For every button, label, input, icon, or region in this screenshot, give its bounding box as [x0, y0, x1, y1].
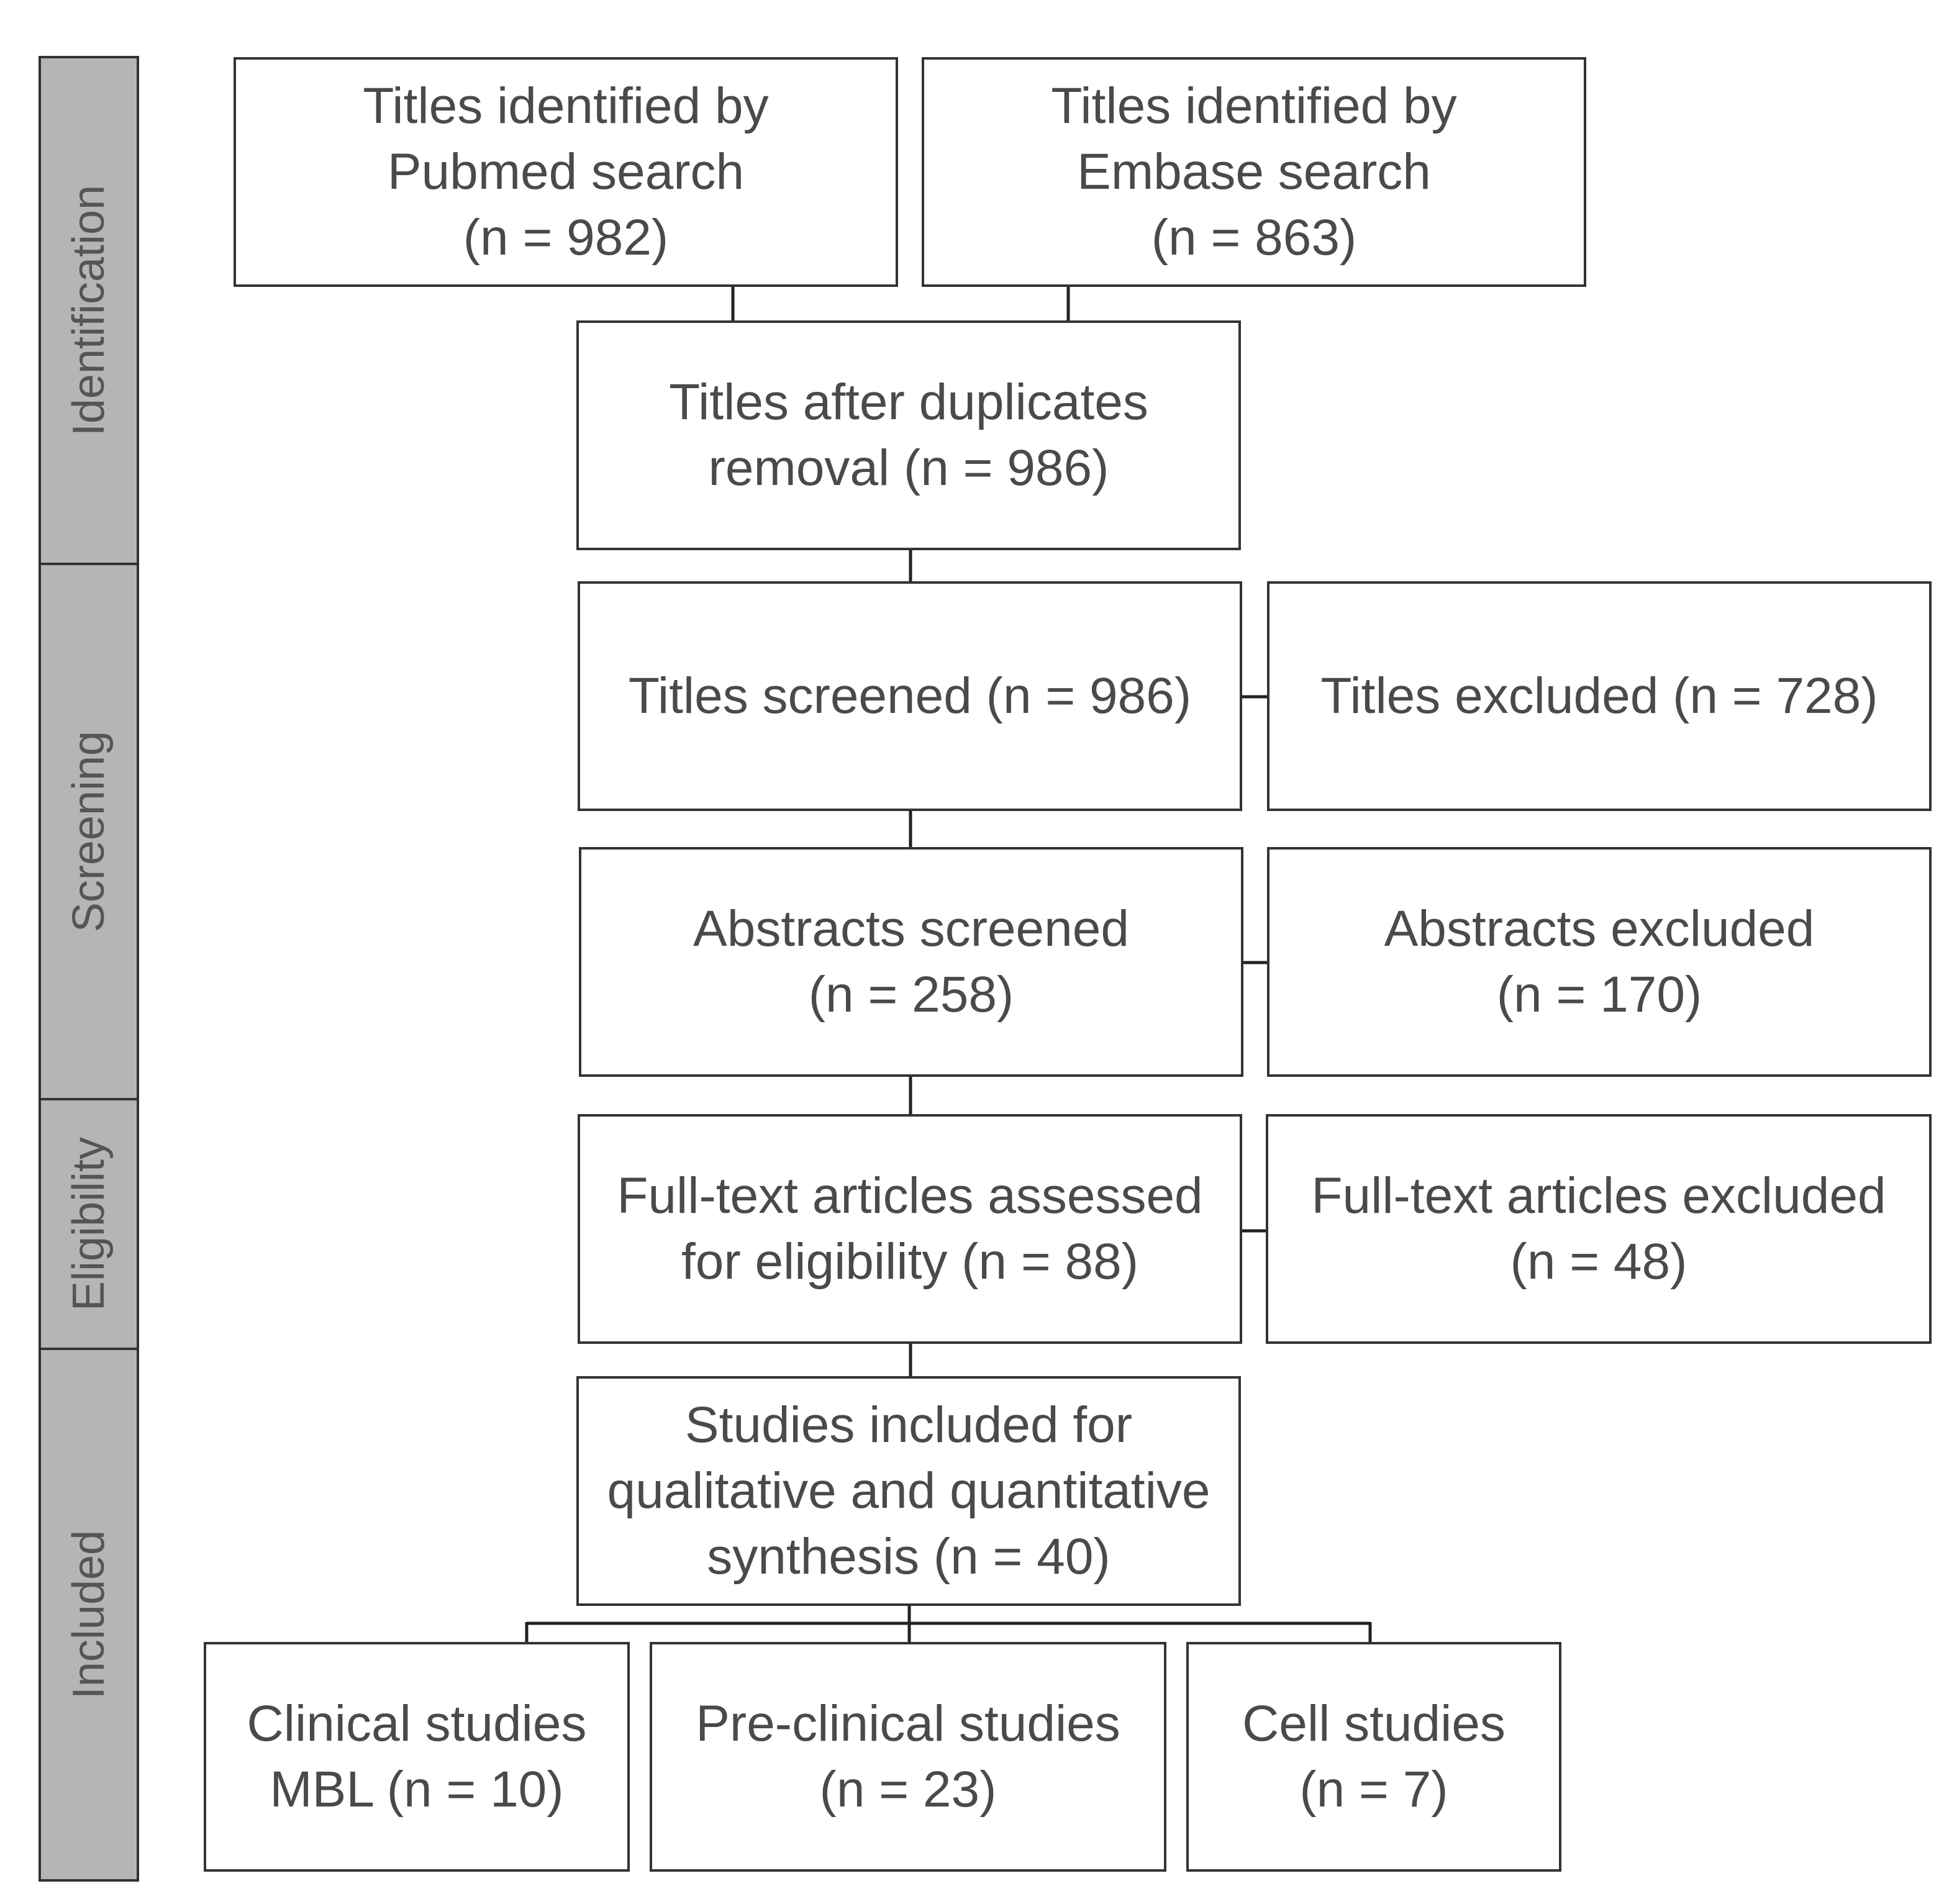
box-preclinical-line-1: Pre-clinical studies [696, 1695, 1120, 1752]
box-fulltext-excluded-line-2: (n = 48) [1510, 1233, 1687, 1290]
box-abstracts-excluded: Abstracts excluded (n = 170) [1267, 847, 1932, 1077]
box-cell-studies: Cell studies (n = 7) [1186, 1642, 1561, 1872]
box-abstracts-screened-line-2: (n = 258) [808, 966, 1014, 1023]
box-titles-excluded-line-1: Titles excluded (n = 728) [1320, 668, 1878, 724]
box-clinical-line-2: MBL (n = 10) [270, 1761, 564, 1818]
box-abstracts-excluded-line-2: (n = 170) [1496, 966, 1702, 1023]
phase-included: Included [39, 1348, 139, 1882]
box-titles-screened-line-1: Titles screened (n = 986) [628, 668, 1192, 724]
box-abstracts-screened-line-1: Abstracts screened [693, 900, 1129, 957]
box-abstracts-screened: Abstracts screened (n = 258) [579, 847, 1243, 1077]
box-cell-line-2: (n = 7) [1299, 1761, 1448, 1818]
box-duplicates-removal: Titles after duplicates removal (n = 986… [576, 320, 1241, 550]
box-embase-line-3: (n = 863) [1151, 209, 1357, 266]
box-pubmed-line-3: (n = 982) [463, 209, 669, 266]
box-titles-screened: Titles screened (n = 986) [578, 581, 1242, 811]
phase-screening: Screening [39, 563, 139, 1100]
box-preclinical-line-2: (n = 23) [819, 1761, 997, 1818]
box-preclinical-studies: Pre-clinical studies (n = 23) [650, 1642, 1166, 1872]
box-pubmed-line-1: Titles identified by [363, 78, 769, 134]
box-embase-line-2: Embase search [1077, 143, 1431, 200]
box-studies-included-line-1: Studies included for [684, 1397, 1133, 1453]
box-embase-line-1: Titles identified by [1051, 78, 1457, 134]
box-studies-included-line-2: qualitative and quantitative [607, 1462, 1210, 1519]
box-fulltext-excluded: Full-text articles excluded (n = 48) [1266, 1114, 1932, 1344]
box-clinical-line-1: Clinical studies [247, 1695, 587, 1752]
box-pubmed-line-2: Pubmed search [387, 143, 745, 200]
box-studies-included: Studies included for qualitative and qua… [576, 1376, 1241, 1606]
box-duplicates-line-2: removal (n = 986) [708, 440, 1109, 496]
box-fulltext-assessed-line-2: for eligibility (n = 88) [681, 1233, 1139, 1290]
box-duplicates-line-1: Titles after duplicates [669, 374, 1148, 430]
box-fulltext-assessed-line-1: Full-text articles assessed [617, 1167, 1203, 1224]
box-cell-line-1: Cell studies [1242, 1695, 1506, 1752]
box-embase-search: Titles identified by Embase search (n = … [922, 57, 1586, 287]
phase-identification: Identification [39, 56, 139, 565]
box-pubmed-search: Titles identified by Pubmed search (n = … [234, 57, 898, 287]
box-clinical-studies: Clinical studies MBL (n = 10) [204, 1642, 630, 1872]
box-titles-excluded: Titles excluded (n = 728) [1267, 581, 1932, 811]
box-fulltext-assessed: Full-text articles assessed for eligibil… [578, 1114, 1242, 1344]
box-studies-included-line-3: synthesis (n = 40) [707, 1528, 1111, 1585]
box-fulltext-excluded-line-1: Full-text articles excluded [1311, 1167, 1886, 1224]
box-abstracts-excluded-line-1: Abstracts excluded [1384, 900, 1815, 957]
